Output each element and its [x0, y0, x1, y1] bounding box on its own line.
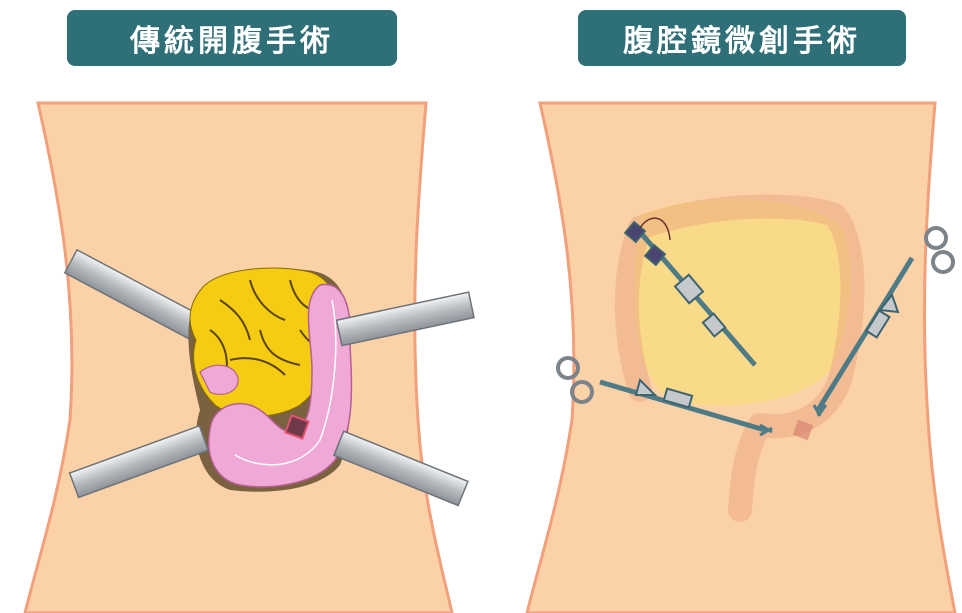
- laparoscopic-surgery-diagram: [527, 103, 955, 613]
- open-surgery-diagram: [25, 103, 474, 613]
